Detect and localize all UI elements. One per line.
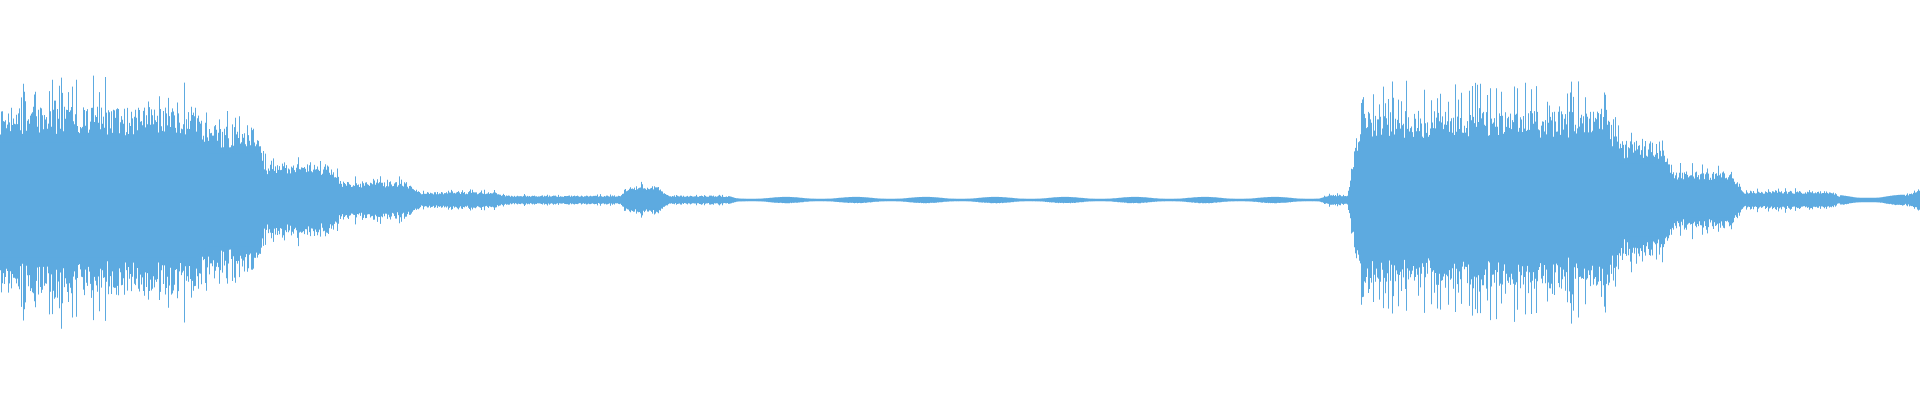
waveform-bars <box>0 75 1920 329</box>
